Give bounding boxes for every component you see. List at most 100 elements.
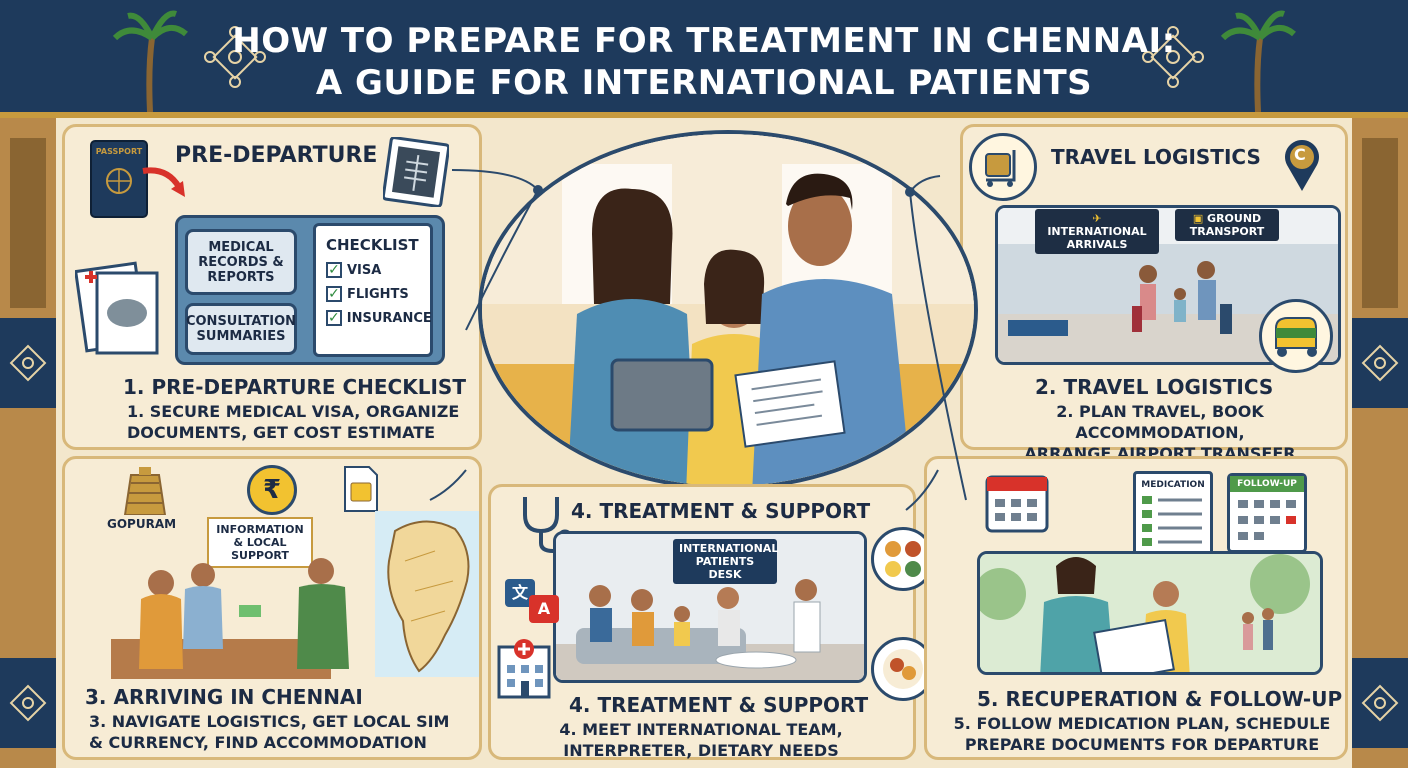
checklist-item: ✓ INSURANCE <box>326 310 432 326</box>
section-heading-treatment: 4. TREATMENT & SUPPORT <box>571 499 871 523</box>
family-illustration <box>478 130 978 490</box>
desc-line: 2. PLAN TRAVEL, BOOK ACCOMMODATION, <box>1056 402 1264 442</box>
section-title-pre-departure: 1. PRE-DEPARTURE CHECKLIST <box>123 375 466 399</box>
kolam-motif-icon <box>1142 26 1204 88</box>
meal-food-icon <box>883 649 923 689</box>
follow-up-calendar-icon <box>1238 500 1296 540</box>
car-icon: ▣ <box>1192 212 1208 225</box>
follow-up-label: FOLLOW-UP <box>1230 476 1304 492</box>
panel-arriving: GOPURAM ₹ INFORMATION & LOCAL SUPPORT 3.… <box>62 456 482 760</box>
luggage-cart-icon <box>985 150 1016 187</box>
desc-line: INTERPRETER, DIETARY NEEDS <box>563 741 839 760</box>
checkmark-icon: ✓ <box>326 310 342 326</box>
desc-line: DOCUMENTS, GET COST ESTIMATE <box>127 423 436 442</box>
section-title-travel: 2. TRAVEL LOGISTICS <box>1035 375 1274 399</box>
section-desc-arriving: 3. NAVIGATE LOGISTICS, GET LOCAL SIM & C… <box>89 711 449 753</box>
map-pin-letter: C <box>1294 145 1306 164</box>
side-motif-panel <box>0 318 56 408</box>
rupee-symbol: ₹ <box>262 475 282 505</box>
sign-text: INTERNATIONAL ARRIVALS <box>1047 225 1147 251</box>
family-reviewing-documents-illustration <box>482 134 974 486</box>
side-motif-panel <box>1352 658 1408 748</box>
medical-documents-icon <box>75 261 159 355</box>
recovery-park-scene <box>977 551 1323 675</box>
kolam-motif-icon <box>1361 344 1399 382</box>
desc-line: PREPARE DOCUMENTS FOR DEPARTURE <box>964 735 1320 754</box>
translate-bubble-b: A <box>529 595 559 623</box>
panel-travel-logistics: TRAVEL LOGISTICS C ✈ INTERNATIONAL ARRIV… <box>960 124 1348 463</box>
checklist-item-label: FLIGHTS <box>347 286 409 302</box>
checklist-item-label: VISA <box>347 262 382 278</box>
checklist-item: ✓ VISA <box>326 262 420 278</box>
side-motif-panel <box>1352 318 1408 408</box>
section-heading-travel: TRAVEL LOGISTICS <box>1051 145 1261 169</box>
sign-ground-transport: ▣ GROUND TRANSPORT <box>1175 209 1279 241</box>
palm-tree-icon <box>1220 10 1296 112</box>
title-line-1: HOW TO PREPARE FOR TREATMENT IN CHENNAI: <box>232 21 1176 61</box>
section-title-arriving: 3. ARRIVING IN CHENNAI <box>85 685 363 709</box>
pillar-stripe <box>1362 138 1398 308</box>
calendar-icon <box>985 475 1049 533</box>
tamil-nadu-map-icon <box>375 511 479 677</box>
header-banner: HOW TO PREPARE FOR TREATMENT IN CHENNAI:… <box>0 0 1408 118</box>
pillar-stripe <box>10 138 46 308</box>
checklist-title: CHECKLIST <box>326 236 419 254</box>
gopuram-temple-icon <box>123 467 167 515</box>
hospital-icon <box>497 639 551 699</box>
side-motif-panel <box>0 658 56 748</box>
panel-pre-departure: PASSPORT PRE-DEPARTURE MEDICAL RECORDS &… <box>62 124 482 450</box>
section-desc-pre-departure: 1. SECURE MEDICAL VISA, ORGANIZE DOCUMEN… <box>127 401 459 443</box>
arrow-right-icon <box>142 167 185 197</box>
checklist-item-label: INSURANCE <box>346 310 432 326</box>
section-title-treatment: 4. TREATMENT & SUPPORT <box>569 693 869 717</box>
checkmark-icon: ✓ <box>326 286 342 302</box>
recovery-illustration <box>980 554 1320 672</box>
desc-line: 5. FOLLOW MEDICATION PLAN, SCHEDULE <box>953 714 1331 733</box>
sign-text: GROUND TRANSPORT <box>1189 212 1265 238</box>
gopuram-label: GOPURAM <box>107 517 177 531</box>
auto-rickshaw-icon-wrapper <box>1259 299 1333 373</box>
passport-label: PASSPORT <box>95 147 143 156</box>
kolam-motif-icon <box>204 26 266 88</box>
section-desc-recuperation: 5. FOLLOW MEDICATION PLAN, SCHEDULE PREP… <box>947 713 1337 755</box>
checkmark-icon: ✓ <box>326 262 342 278</box>
palm-tree-icon <box>112 10 188 112</box>
sign-international-arrivals: ✈ INTERNATIONAL ARRIVALS <box>1035 209 1159 254</box>
medical-records-card: MEDICAL RECORDS & REPORTS <box>185 229 297 295</box>
kolam-motif-icon <box>9 344 47 382</box>
sim-card-icon <box>344 466 378 512</box>
page-title: HOW TO PREPARE FOR TREATMENT IN CHENNAI:… <box>200 20 1208 104</box>
auto-rickshaw-icon <box>1275 317 1317 357</box>
desc-line: 1. SECURE MEDICAL VISA, ORGANIZE <box>127 402 460 421</box>
consultation-summaries-card: CONSULTATION SUMMARIES <box>185 303 297 355</box>
title-line-2: A GUIDE FOR INTERNATIONAL PATIENTS <box>315 63 1093 103</box>
right-pillar <box>1352 118 1408 768</box>
kolam-motif-icon <box>1361 684 1399 722</box>
thali-food-icon <box>885 541 921 577</box>
panel-treatment: 4. TREATMENT & SUPPORT INTERNATIONAL PAT… <box>488 484 935 761</box>
section-desc-travel: 2. PLAN TRAVEL, BOOK ACCOMMODATION, ARRA… <box>975 401 1345 464</box>
desc-line: 3. NAVIGATE LOGISTICS, GET LOCAL SIM <box>89 712 450 731</box>
kolam-motif-icon <box>9 684 47 722</box>
checklist-card: CHECKLIST ✓ VISA ✓ FLIGHTS ✓ INSURANCE <box>313 223 433 357</box>
medication-label: MEDICATION <box>1141 480 1205 490</box>
medication-clipboard: MEDICATION <box>1133 471 1213 557</box>
passport-icon <box>90 140 148 218</box>
information-support-sign: INFORMATION & LOCAL SUPPORT <box>207 517 313 568</box>
translate-icon: 文 A <box>505 579 565 627</box>
map-pin-icon <box>1285 140 1319 191</box>
left-pillar <box>0 118 56 768</box>
airplane-icon: ✈ <box>1092 212 1102 225</box>
desc-line: 4. MEET INTERNATIONAL TEAM, <box>559 720 843 739</box>
checklist-item: ✓ FLIGHTS <box>326 286 420 302</box>
header-divider <box>0 112 1408 118</box>
rupee-coin-icon: ₹ <box>247 465 297 515</box>
luggage-cart-icon-wrapper <box>969 133 1037 201</box>
arrival-helpdesk-illustration <box>111 558 349 679</box>
section-heading-pre-departure: PRE-DEPARTURE <box>175 143 378 168</box>
medication-checklist-icon <box>1142 496 1202 546</box>
xray-icon <box>383 137 449 207</box>
section-desc-treatment: 4. MEET INTERNATIONAL TEAM, INTERPRETER,… <box>551 719 851 761</box>
follow-up-calendar: FOLLOW-UP <box>1227 473 1307 553</box>
